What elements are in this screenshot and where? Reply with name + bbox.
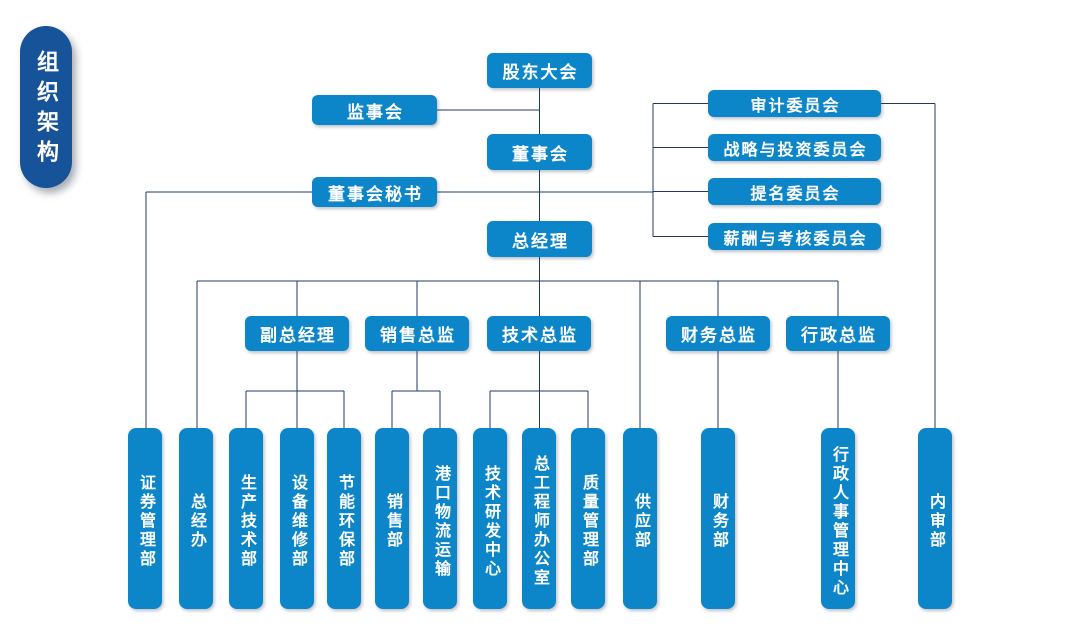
node-nomination-committee: 提名委员会	[708, 178, 881, 205]
node-supervisory-board: 监事会	[312, 95, 437, 125]
node-equipment-maintenance-dept: 设备维修部	[280, 428, 314, 609]
node-internal-audit-dept: 内审部	[918, 428, 952, 609]
node-admin-director: 行政总监	[786, 316, 890, 351]
node-technical-director: 技术总监	[487, 316, 591, 351]
node-compensation-assessment-committee: 薪酬与考核委员会	[708, 223, 881, 250]
node-quality-management-dept: 质量管理部	[571, 428, 605, 609]
node-audit-committee: 审计委员会	[708, 90, 881, 117]
node-sales-dept: 销售部	[375, 428, 409, 609]
node-admin-hr-center: 行政人事管理中心	[821, 428, 855, 609]
node-shareholders-meeting: 股东大会	[487, 53, 592, 88]
node-production-technology-dept: 生产技术部	[229, 428, 263, 609]
node-general-manager: 总经理	[487, 221, 592, 257]
node-sales-director: 销售总监	[365, 316, 469, 351]
node-finance-director: 财务总监	[666, 316, 770, 351]
node-technology-rd-center: 技术研发中心	[473, 428, 507, 609]
slide-title-badge: 组织架构	[20, 26, 72, 188]
node-gm-office: 总经办	[179, 428, 213, 609]
node-board-of-directors: 董事会	[487, 134, 592, 170]
node-energy-environment-dept: 节能环保部	[327, 428, 361, 609]
node-securities-management-dept: 证券管理部	[128, 428, 162, 609]
node-finance-dept: 财务部	[701, 428, 735, 609]
node-supply-dept: 供应部	[623, 428, 657, 609]
node-strategy-investment-committee: 战略与投资委员会	[708, 134, 881, 161]
node-deputy-general-manager: 副总经理	[245, 316, 349, 351]
node-board-secretary: 董事会秘书	[312, 177, 437, 207]
node-chief-engineer-office: 总工程师办公室	[522, 428, 556, 609]
node-port-logistics-transport: 港口物流运输	[423, 428, 457, 609]
